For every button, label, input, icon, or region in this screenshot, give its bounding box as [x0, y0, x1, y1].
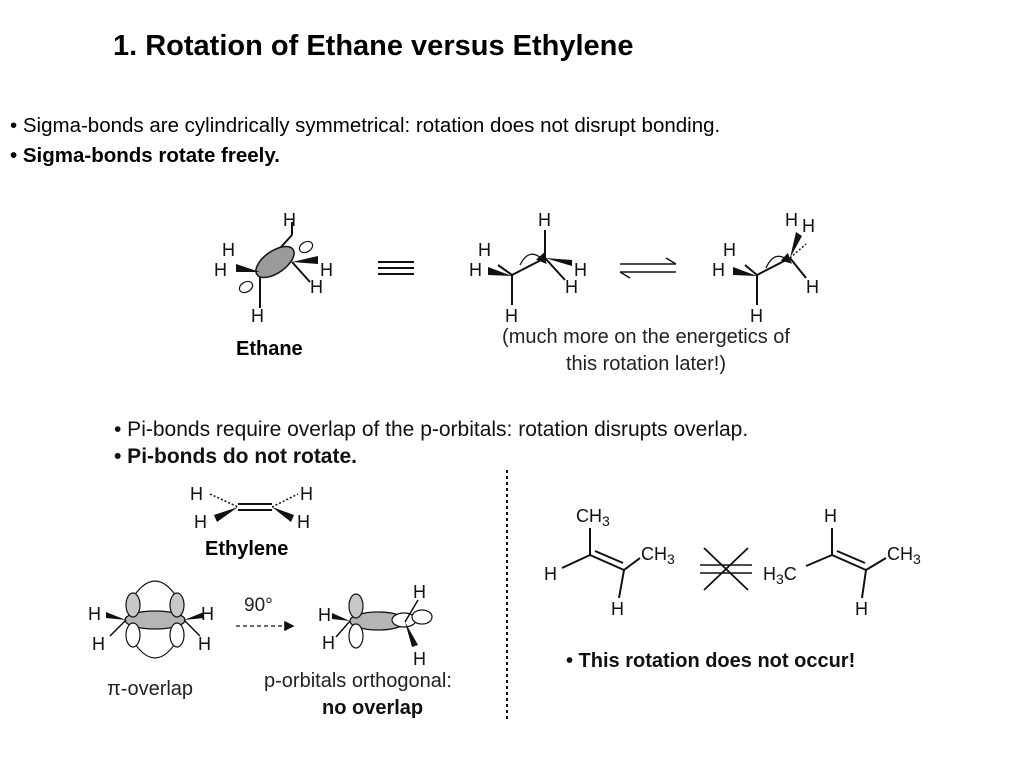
- methyl-group: CH3: [641, 544, 675, 567]
- atom-h: H: [544, 564, 557, 584]
- rotation-angle-label: 90°: [244, 595, 273, 616]
- atom-h: H: [574, 260, 587, 280]
- atom-h: H: [413, 582, 426, 602]
- atom-h: H: [505, 306, 518, 326]
- atom-h: H: [322, 633, 335, 653]
- methyl-group: CH3: [576, 506, 610, 529]
- ethane-stick-structure: H H H H H H: [469, 210, 587, 326]
- slide-title: 1. Rotation of Ethane versus Ethylene: [113, 30, 634, 62]
- atom-h: H: [251, 306, 264, 326]
- atom-h: H: [283, 210, 296, 230]
- ethane-label: Ethane: [236, 338, 303, 360]
- trans-butene-structure: H H3C CH3 H: [763, 506, 921, 619]
- atom-h: H: [320, 260, 333, 280]
- pi-overlap-label: π-overlap: [107, 678, 194, 700]
- atom-h: H: [297, 512, 310, 532]
- forbidden-equilibrium: [700, 547, 752, 591]
- equilibrium-arrows: [619, 257, 677, 279]
- pi-overlap-orbitals: H H H H: [88, 580, 214, 659]
- ethane-orbital-structure: H H H H H H: [214, 210, 333, 326]
- atom-h: H: [222, 240, 235, 260]
- atom-h: H: [469, 260, 482, 280]
- atom-h: H: [214, 260, 227, 280]
- atom-h: H: [198, 634, 211, 654]
- atom-h: H: [611, 599, 624, 619]
- atom-h: H: [92, 634, 105, 654]
- bullet-no-rotation: • This rotation does not occur!: [566, 650, 856, 672]
- atom-h: H: [824, 506, 837, 526]
- atom-h: H: [538, 210, 551, 230]
- atom-h: H: [802, 216, 815, 236]
- atom-h: H: [318, 605, 331, 625]
- equivalence-sign: [378, 261, 414, 275]
- atom-h: H: [190, 484, 203, 504]
- atom-h: H: [806, 277, 819, 297]
- bullet-pi-overlap: • Pi-bonds require overlap of the p-orbi…: [114, 418, 749, 441]
- atom-h: H: [194, 512, 207, 532]
- ethylene-structure: H H H H: [190, 484, 313, 532]
- atom-h: H: [565, 277, 578, 297]
- atom-h: H: [478, 240, 491, 260]
- atom-h: H: [300, 484, 313, 504]
- atom-h: H: [310, 277, 323, 297]
- atom-h: H: [201, 604, 214, 624]
- bullet-sigma-symmetry: • Sigma-bonds are cylindrically symmetri…: [10, 114, 721, 137]
- no-overlap-label: no overlap: [322, 697, 424, 719]
- ethylene-label: Ethylene: [205, 538, 289, 560]
- bullet-sigma-rotate: • Sigma-bonds rotate freely.: [10, 144, 280, 167]
- atom-h: H: [750, 306, 763, 326]
- orthogonal-label: p-orbitals orthogonal:: [264, 670, 452, 692]
- cis-butene-structure: CH3 CH3 H H: [544, 506, 675, 619]
- ethane-rotated-structure: H H H H H H: [712, 210, 819, 326]
- methyl-group: CH3: [887, 544, 921, 567]
- atom-h: H: [855, 599, 868, 619]
- atom-h: H: [413, 649, 426, 669]
- atom-h: H: [88, 604, 101, 624]
- energetics-note: (much more on the energetics of this rot…: [502, 326, 790, 375]
- bullet-pi-no-rotate: • Pi-bonds do not rotate.: [114, 445, 357, 468]
- atom-h: H: [785, 210, 798, 230]
- atom-h: H: [712, 260, 725, 280]
- orthogonal-orbitals: H H H H: [318, 582, 433, 669]
- methyl-group: H3C: [763, 564, 797, 587]
- atom-h: H: [723, 240, 736, 260]
